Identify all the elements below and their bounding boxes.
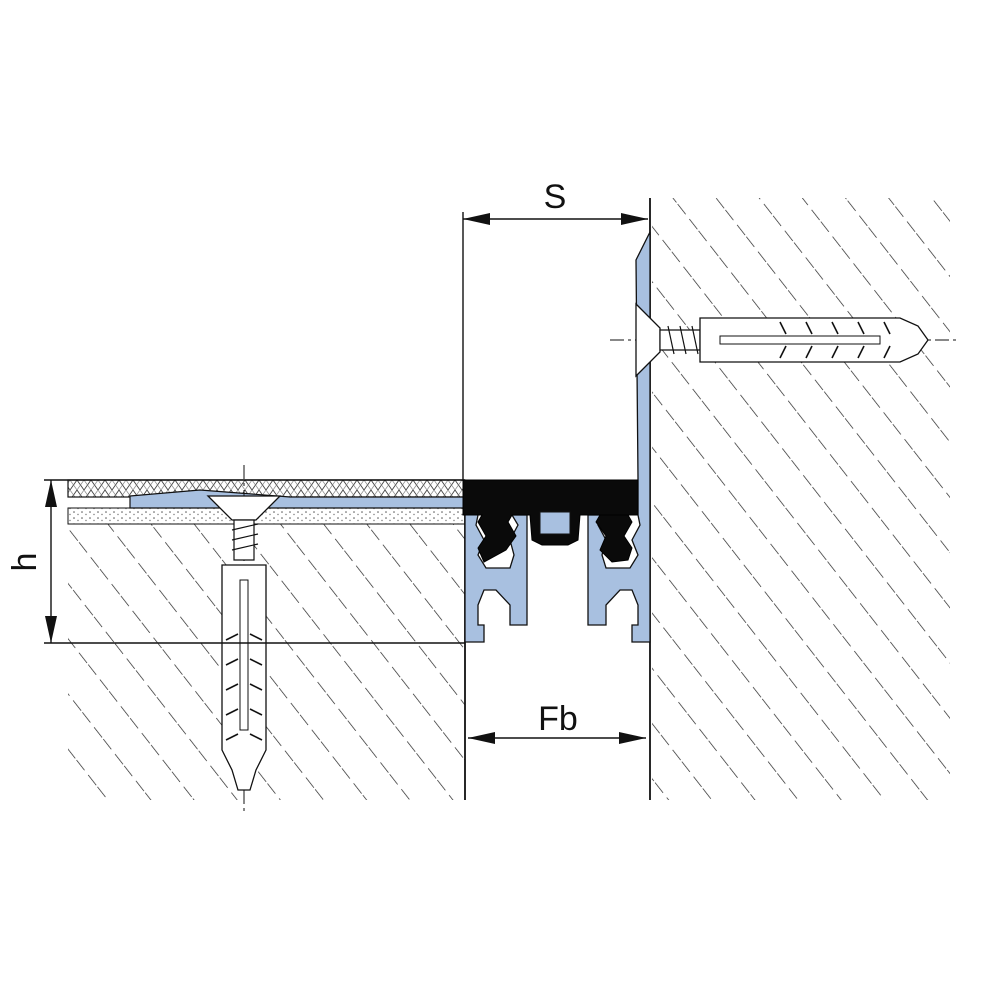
right-anchor [610, 302, 958, 378]
dimension-h-label: h [6, 553, 44, 572]
rubber-insert [462, 479, 639, 563]
right-dowel [699, 317, 929, 363]
right-screw-head [635, 302, 661, 378]
right-concrete-wall [649, 198, 950, 800]
left-dowel [221, 564, 267, 791]
right-channel [587, 231, 651, 643]
dimension-fb: Fb [468, 700, 646, 744]
left-screw-shank [233, 519, 255, 561]
left-screw-head [206, 495, 282, 521]
dimension-h: h [6, 480, 465, 644]
dimension-s-label: S [544, 178, 567, 216]
dimension-s: S [462, 178, 648, 480]
dimension-fb-label: Fb [538, 700, 578, 738]
left-anchor [206, 465, 282, 815]
